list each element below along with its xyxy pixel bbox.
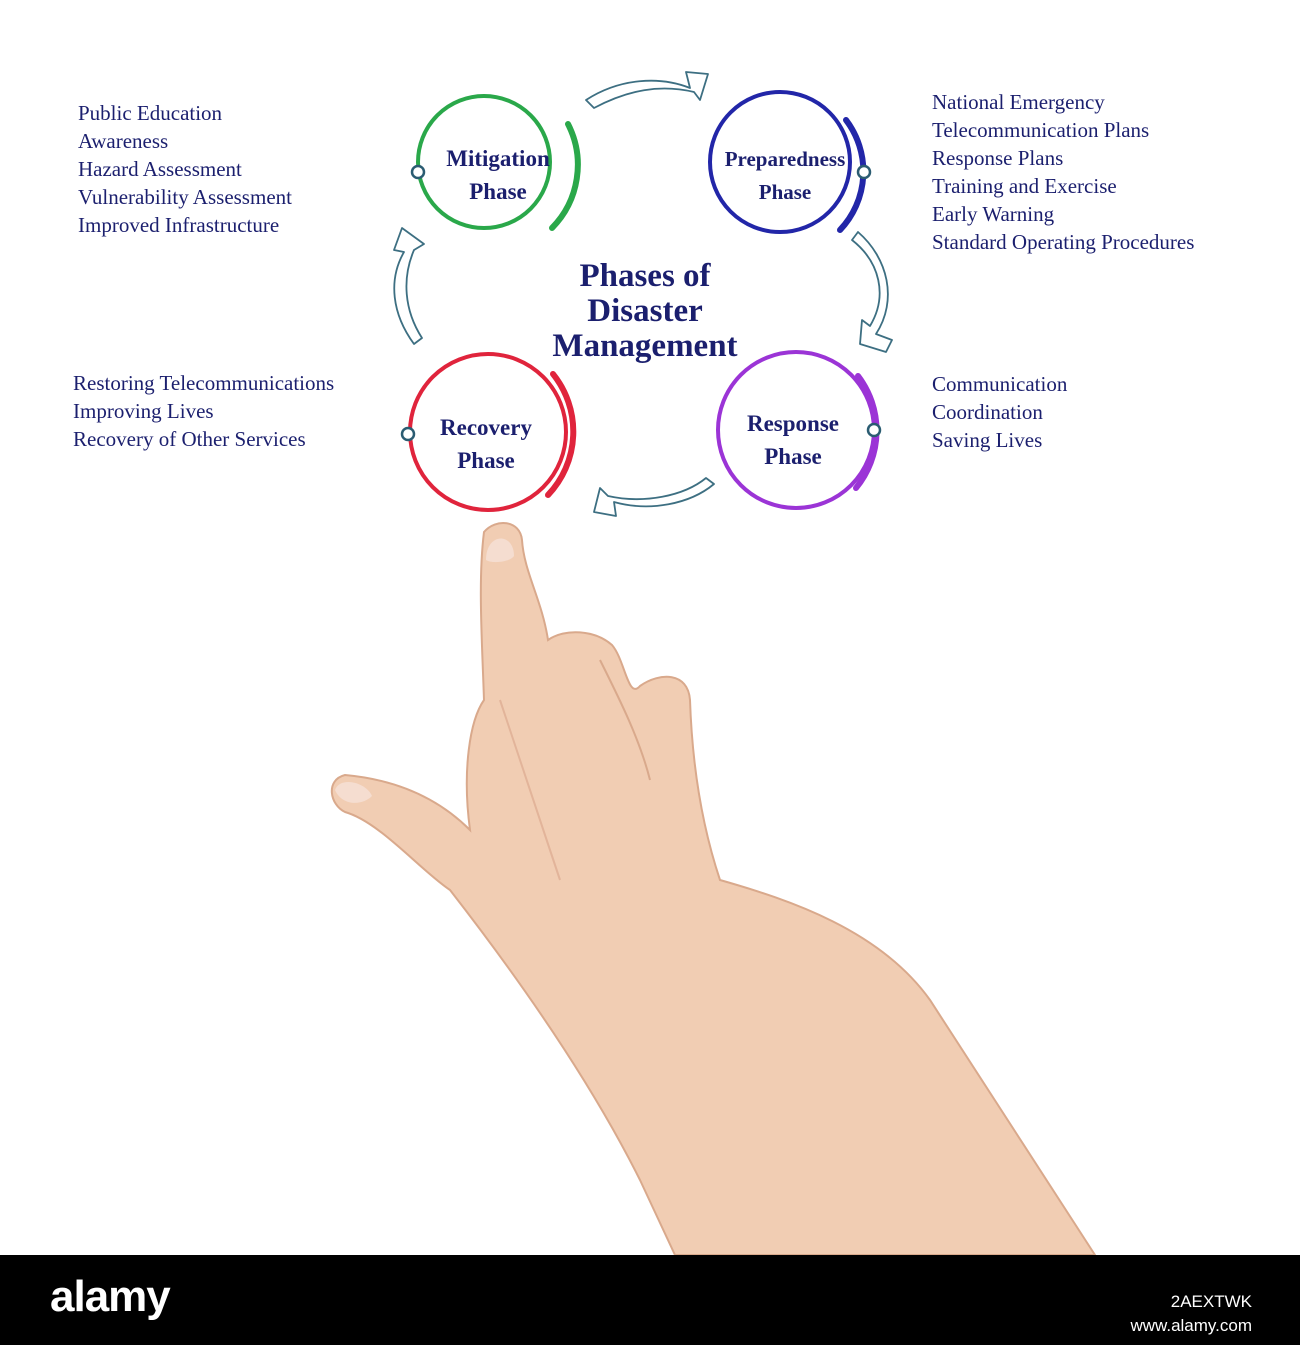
preparedness-node-dot: [856, 164, 872, 180]
list-item: Hazard Assessment: [78, 157, 242, 181]
knuckle-line: [499, 699, 561, 881]
preparedness-phase-circle: [708, 90, 872, 234]
response-phase-circle: [716, 350, 882, 510]
hand-shape: [330, 522, 1097, 1256]
list-item: National Emergency: [932, 90, 1105, 114]
title-line: Disaster: [587, 293, 703, 330]
phase-name-line: Phase: [764, 444, 822, 469]
list-item: Telecommunication Plans: [932, 118, 1150, 142]
fingernail: [486, 538, 514, 563]
phase-name-line: Recovery: [440, 415, 532, 440]
preparedness-phase-label: Preparedness Phase: [705, 143, 865, 209]
list-item: Recovery of Other Services: [73, 427, 306, 451]
phase-name-line: Phase: [469, 179, 527, 204]
title-line: Phases of: [579, 258, 711, 295]
list-item: Restoring Telecommunications: [73, 371, 335, 395]
list-item: Coordination: [932, 400, 1043, 424]
watermark-footer-bar: [0, 1255, 1300, 1345]
watermark-url-text: www.alamy.com: [1130, 1316, 1252, 1335]
list-item: Vulnerability Assessment: [78, 185, 292, 209]
response-phase-label: Response Phase: [713, 407, 873, 473]
preparedness-activities-list: National Emergency Telecommunication Pla…: [932, 88, 1194, 256]
list-item: Standard Operating Procedures: [932, 230, 1195, 254]
list-item: Response Plans: [932, 146, 1064, 170]
list-item: Improving Lives: [73, 399, 214, 423]
list-item: Public Education: [78, 101, 223, 125]
image-id-text: 2AEXTWK: [1170, 1292, 1252, 1311]
list-item: Awareness: [78, 129, 169, 153]
alamy-logo: alamy: [50, 1272, 171, 1321]
arrow-response-to-recovery: [593, 477, 715, 517]
arrow-mitigation-to-preparedness: [585, 71, 709, 109]
phase-name-line: Phase: [758, 180, 812, 204]
list-item: Improved Infrastructure: [78, 213, 280, 237]
recovery-node-dot: [400, 426, 416, 442]
recovery-phase-label: Recovery Phase: [406, 411, 566, 477]
arrow-preparedness-to-response: [851, 231, 893, 353]
arrow-recovery-to-mitigation: [393, 227, 425, 345]
mitigation-activities-list: Public Education Awareness Hazard Assess…: [78, 99, 292, 239]
response-activities-list: Communication Coordination Saving Lives: [932, 370, 1067, 454]
mitigation-phase-label: Mitigation Phase: [418, 142, 578, 208]
pointing-hand-illustration: [330, 522, 1097, 1256]
recovery-activities-list: Restoring Telecommunications Improving L…: [73, 369, 334, 453]
list-item: Saving Lives: [932, 428, 1043, 452]
mitigation-phase-circle: [410, 94, 581, 231]
list-item: Training and Exercise: [932, 174, 1117, 198]
diagram-title: Phases of Disaster Management: [500, 259, 790, 364]
thumbnail: [335, 782, 372, 803]
phase-name-line: Preparedness: [724, 147, 846, 171]
recovery-phase-circle: [400, 352, 577, 512]
title-line: Management: [552, 328, 738, 365]
phase-name-line: Mitigation: [446, 146, 550, 171]
response-node-dot: [866, 422, 882, 438]
phase-name-line: Phase: [457, 448, 515, 473]
list-item: Communication: [932, 372, 1068, 396]
mitigation-node-dot: [410, 164, 426, 180]
knuckle-line: [599, 659, 651, 781]
list-item: Early Warning: [932, 202, 1055, 226]
phase-name-line: Response: [746, 411, 839, 436]
